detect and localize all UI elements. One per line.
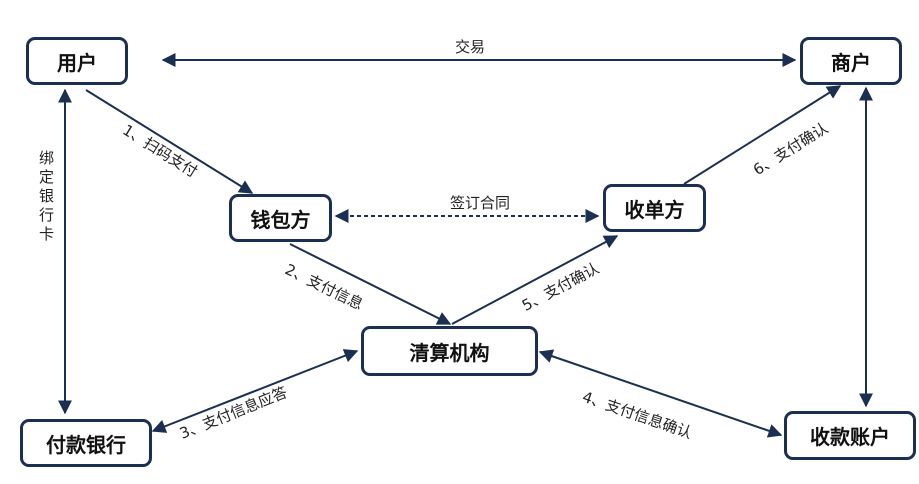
node-user: 用户 <box>26 37 128 85</box>
step2-arrow <box>289 243 452 325</box>
node-payer-bank: 付款银行 <box>20 419 152 467</box>
step1-arrow <box>85 89 254 194</box>
step5-arrow <box>451 235 619 325</box>
step6-arrow <box>683 85 842 185</box>
label-bind-card: 绑定银行卡 <box>37 150 55 245</box>
label-trade: 交易 <box>455 38 486 56</box>
node-acquirer: 收单方 <box>603 184 706 232</box>
label-contract: 签订合同 <box>450 194 511 212</box>
node-clearing: 清算机构 <box>361 326 538 376</box>
node-payee-account: 收款账户 <box>784 411 916 460</box>
node-merchant: 商户 <box>800 37 902 85</box>
step4-arrow <box>538 349 783 438</box>
step3-arrow <box>151 349 359 433</box>
node-wallet: 钱包方 <box>229 194 332 242</box>
